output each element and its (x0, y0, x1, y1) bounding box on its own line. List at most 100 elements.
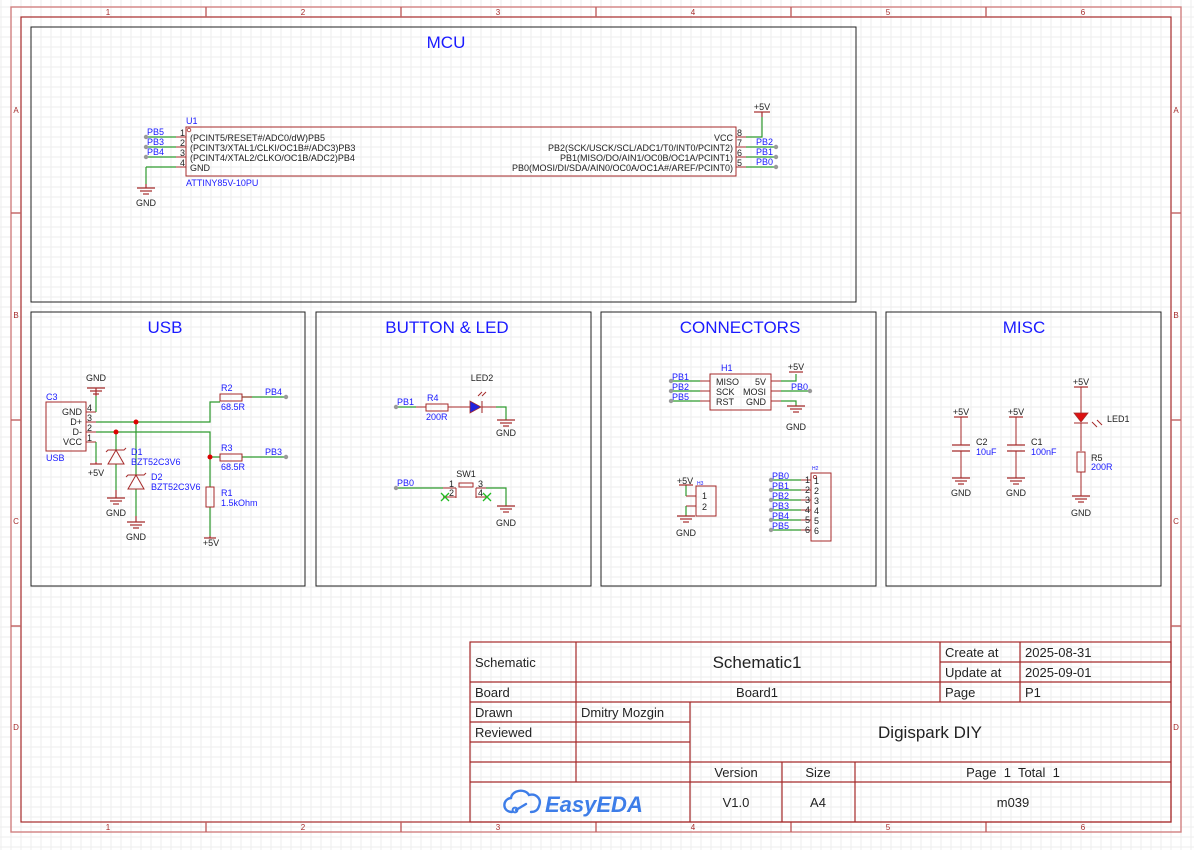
tb-version-label: Version (714, 765, 757, 780)
net-port[interactable] (768, 527, 774, 533)
tb-update-label: Update at (945, 665, 1002, 680)
net-port-pb1[interactable] (393, 404, 399, 410)
h1-ref: H1 (721, 363, 733, 373)
net-port[interactable] (768, 517, 774, 523)
u1-pin-num: 7 (737, 138, 742, 148)
tb-board-label: Board (475, 685, 510, 700)
zener-diode-d1[interactable]: D1 BZT52C3V6 (105, 447, 181, 467)
h3-ref: H3 (697, 481, 704, 487)
net-port[interactable] (768, 507, 774, 513)
usb-pin-name: D+ (70, 417, 82, 427)
gnd-symbol: GND (496, 505, 517, 528)
h1-pin-name: GND (746, 397, 767, 407)
led-led2[interactable]: LED2 (469, 373, 496, 414)
usb-connector-c3[interactable]: C3 USB GND D+ D- VCC 4 3 2 1 (45, 392, 96, 463)
net-port-pb3[interactable] (143, 144, 149, 150)
net-port[interactable] (768, 477, 774, 483)
resistor-r1[interactable]: R1 1.5kOhm (205, 486, 258, 508)
usb-pin-name: GND (62, 407, 83, 417)
capacitor-c2[interactable]: +5V C2 10uF GND (951, 407, 997, 498)
r5-value: 200R (1091, 462, 1113, 472)
h3-pin-num: 1 (702, 491, 707, 501)
no-connect-icon (482, 492, 492, 502)
net-port-pb2[interactable] (773, 144, 779, 150)
net-port-pb5[interactable] (668, 398, 674, 404)
vcc-label: +5V (88, 468, 104, 478)
tb-create-label: Create at (945, 645, 999, 660)
net-port-pb1[interactable] (773, 154, 779, 160)
net-port-pb1[interactable] (668, 378, 674, 384)
mcu-u1[interactable]: U1 ATTINY85V-10PU 1 2 3 4 (PCINT5/RESET#… (176, 116, 746, 188)
c3-value: USB (46, 453, 65, 463)
u1-pin-name: PB2(SCK/USCK/SCL/ADC1/T0/INT0/PCINT2) (548, 143, 733, 153)
net-label: PB1 (772, 481, 789, 491)
resistor-r5[interactable]: R5 200R GND (1071, 451, 1113, 518)
net-port-pb4[interactable] (283, 394, 289, 400)
net-port-pb0[interactable] (773, 164, 779, 170)
net-port-pb0[interactable] (807, 388, 813, 394)
net-port[interactable] (768, 497, 774, 503)
net-port-pb0[interactable] (393, 485, 399, 491)
usb-pin-name: VCC (63, 437, 83, 447)
u1-pin-name: PB1(MISO/DO/AIN1/OC0B/OC1A/PCINT1) (560, 153, 733, 163)
gnd-label: GND (786, 422, 807, 432)
net-port[interactable] (768, 487, 774, 493)
net-label: PB3 (772, 501, 789, 511)
u1-pin-name: PB0(MOSI/DI/SDA/AIN0/OC0A/OC1A#/AREF/PCI… (512, 163, 733, 173)
r2-value: 68.5R (221, 402, 246, 412)
net-port-pb4[interactable] (143, 154, 149, 160)
net-label: PB0 (397, 478, 414, 488)
resistor-r3[interactable]: R3 68.5R (219, 443, 246, 472)
zone-row-label: B (1173, 311, 1178, 320)
net-port-pb2[interactable] (668, 388, 674, 394)
capacitor-c1[interactable]: +5V C1 100nF GND (1006, 407, 1057, 498)
h2-pin-name: 1 (814, 476, 819, 486)
net-label: PB5 (772, 521, 789, 531)
net-label: PB2 (756, 137, 773, 147)
h1-pin-name: RST (716, 397, 735, 407)
zone-column-label: 5 (886, 823, 891, 832)
net-port-pb5[interactable] (143, 134, 149, 140)
h2-pin-num: 5 (805, 515, 810, 525)
gnd-label: GND (126, 532, 147, 542)
net-label: PB0 (791, 382, 808, 392)
led-led1[interactable]: +5V LED1 (1073, 377, 1130, 451)
zone-column-label: 4 (691, 8, 696, 17)
u1-pin-name: VCC (714, 133, 734, 143)
tb-schematic-label: Schematic (475, 655, 536, 670)
u1-pin-num: 3 (180, 148, 185, 158)
tb-page-value: P1 (1025, 685, 1041, 700)
usb-pin-num: 4 (87, 403, 92, 413)
cloud-icon (503, 789, 541, 814)
gnd-label: GND (86, 373, 107, 383)
resistor-r2[interactable]: R2 68.5R (219, 383, 252, 412)
r1-value: 1.5kOhm (221, 498, 258, 508)
usb-pin-num: 2 (87, 423, 92, 433)
r1-ref: R1 (221, 488, 233, 498)
pushbutton-sw1[interactable]: SW1 1 2 3 4 (440, 469, 492, 502)
gnd-symbol: GND (786, 405, 807, 432)
usb-pin-name: D- (73, 427, 83, 437)
zone-row-label: D (1173, 723, 1179, 732)
h2-pin-num: 4 (805, 505, 810, 515)
net-port-pb3[interactable] (283, 454, 289, 460)
r3-ref: R3 (221, 443, 233, 453)
gnd-label: GND (1071, 508, 1092, 518)
zener-diode-d2[interactable]: D2 BZT52C3V6 (125, 472, 201, 492)
u1-pin-name: (PCINT5/RESET#/ADC0/dW)PB5 (190, 133, 325, 143)
sw1-pin-num: 1 (449, 479, 454, 489)
net-label: PB1 (672, 372, 689, 382)
header-h1[interactable]: H1 MISO SCK RST 5V MOSI GND (700, 363, 781, 411)
vcc-label: +5V (1073, 377, 1089, 387)
section-mcu: MCU (30, 26, 857, 303)
u1-pin-num: 6 (737, 148, 742, 158)
r2-ref: R2 (221, 383, 233, 393)
zone-column-label: 6 (1081, 823, 1086, 832)
header-h3[interactable]: H3 1 2 (685, 481, 717, 517)
zone-column-label: 2 (301, 8, 306, 17)
tb-page-total: Page 1 Total 1 (966, 765, 1060, 780)
resistor-r4[interactable]: R4 200R (416, 393, 470, 422)
